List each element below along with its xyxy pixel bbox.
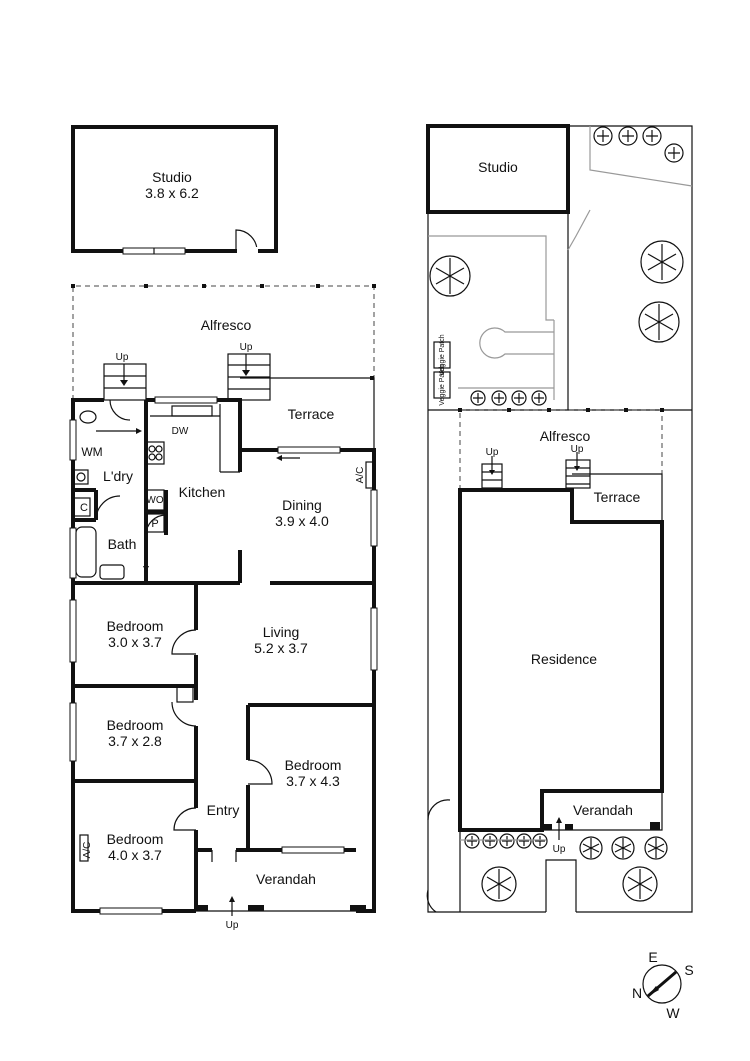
bath-label: Bath [108,536,137,552]
ac-unit-dining [365,461,375,489]
site-up-label-1: Up [486,447,499,458]
veggie-patch-label-1: Veggie Patch [439,334,446,375]
studio-building [71,125,278,255]
site-alfresco-label: Alfresco [540,428,591,444]
site-verandah-label: Verandah [573,802,633,818]
bedroom-2-label: Bedroom [107,717,164,733]
terrace-label: Terrace [288,406,335,422]
veggie-patches [433,341,451,399]
wm-label: WM [81,445,102,459]
dining-dims: 3.9 x 4.0 [275,513,329,529]
up-label-verandah: Up [226,920,239,931]
site-verandah-area [426,791,663,913]
bedroom-4-dims: 4.0 x 3.7 [108,847,162,863]
bedroom-1-label: Bedroom [107,618,164,634]
site-terrace-label: Terrace [594,489,641,505]
residence-label: Residence [531,651,597,667]
alfresco-steps-right [227,353,271,401]
trees [429,126,684,902]
studio-label: Studio [152,169,192,185]
studio-dims: 3.8 x 6.2 [145,185,199,201]
alfresco-label: Alfresco [201,317,252,333]
fixtures [73,405,300,703]
up-label-alfresco-left: Up [116,352,129,363]
living-label: Living [263,624,300,640]
laundry-label: L'dry [103,468,133,484]
verandah-area [196,896,374,916]
bedroom-2-dims: 3.7 x 2.8 [108,733,162,749]
compass-icon [642,964,682,1004]
alfresco-area [71,284,376,400]
site-up-label-verandah: Up [553,844,566,855]
compass-south: S [684,962,693,978]
compass-west: W [666,1005,680,1021]
entry-label: Entry [207,802,240,818]
pantry-label: P [151,518,158,530]
alfresco-steps-left [103,363,147,401]
ac-unit-bedroom [79,834,89,862]
site-up-label-2: Up [571,444,584,455]
terrace-area [240,376,375,450]
site-studio-label: Studio [478,159,518,175]
dw-label: DW [172,426,189,437]
garden-paths [428,126,693,400]
bedroom-3-label: Bedroom [285,757,342,773]
ac-label-dining: A/C [355,467,366,484]
bedroom-4-label: Bedroom [107,831,164,847]
veggie-patch-label-2: Veggie Patch [439,364,446,405]
living-dims: 5.2 x 3.7 [254,640,308,656]
bedroom-1-dims: 3.0 x 3.7 [108,634,162,650]
dining-label: Dining [282,497,322,513]
site-studio-building [426,124,570,214]
compass-north: N [632,985,642,1001]
site-alfresco-area [458,408,664,490]
wo-label: WO [146,495,163,506]
cupboard-label: C [80,502,88,514]
up-label-alfresco-right: Up [240,342,253,353]
bedroom-3-dims: 3.7 x 4.3 [286,773,340,789]
kitchen-label: Kitchen [179,484,226,500]
compass-east: E [648,949,657,965]
verandah-label: Verandah [256,871,316,887]
